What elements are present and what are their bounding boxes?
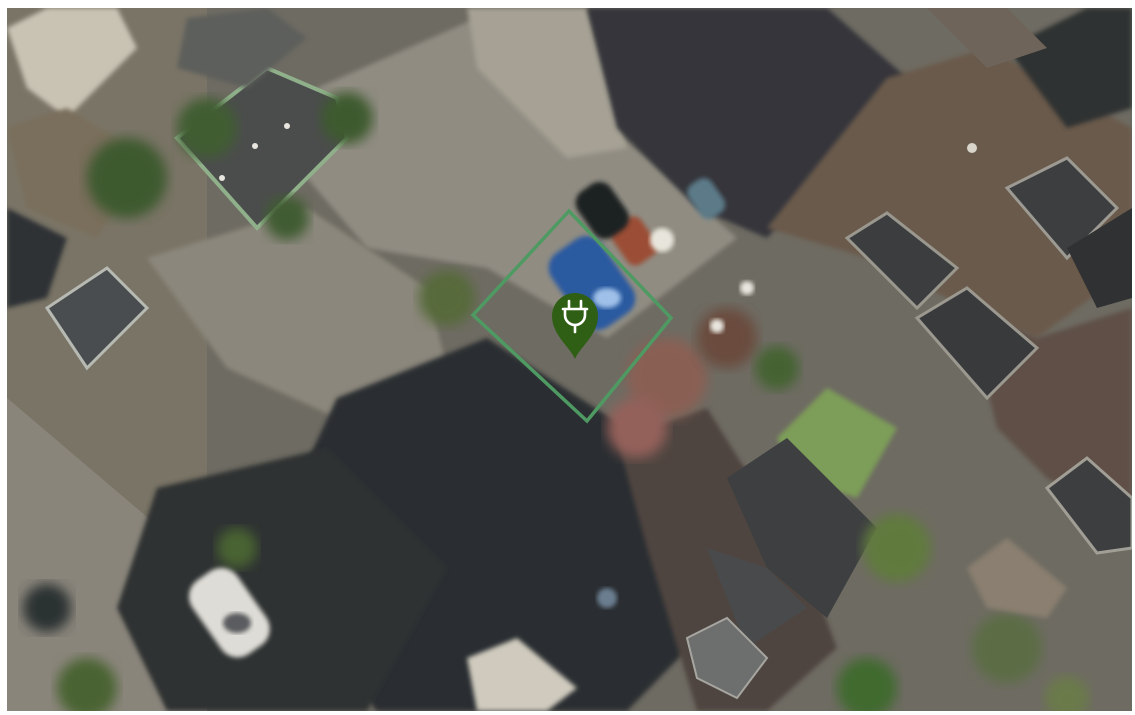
aerial-map[interactable] — [7, 8, 1132, 711]
selection-outline — [470, 208, 674, 424]
ev-charging-marker[interactable] — [548, 289, 602, 361]
aerial-imagery — [7, 8, 1132, 711]
ev-charging-plug-icon — [552, 293, 598, 359]
